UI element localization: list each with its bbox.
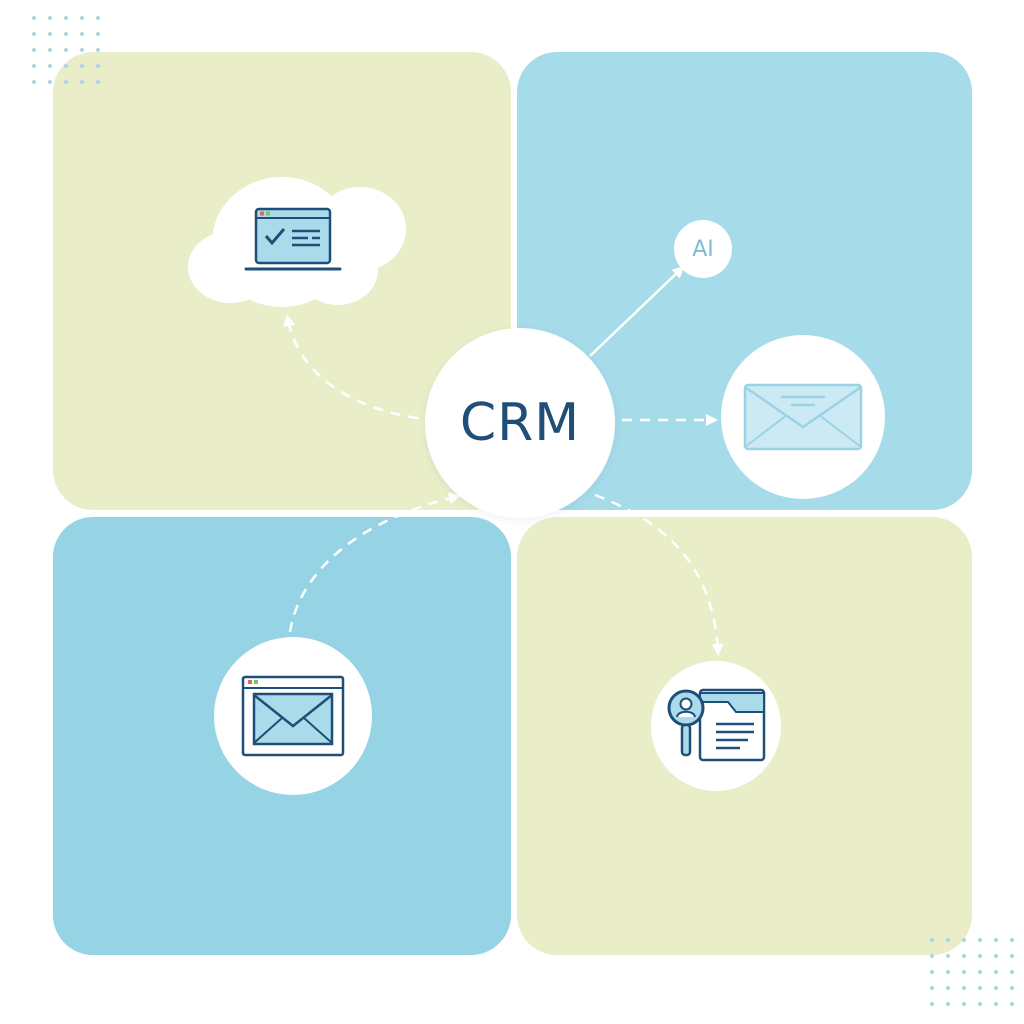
cloud-node — [188, 175, 408, 310]
mail-node-left — [214, 637, 372, 795]
laptop-checklist-icon — [244, 207, 342, 271]
mail-node-right — [721, 335, 885, 499]
arrow-to-laptop — [283, 314, 419, 420]
dot-pattern-bottom-right — [930, 938, 1014, 1006]
dot-pattern-top-left — [32, 16, 100, 84]
crm-label: CRM — [459, 393, 581, 453]
ai-badge: AI — [674, 220, 732, 278]
arrow-from-mail-left — [288, 492, 461, 633]
ai-label: AI — [692, 236, 714, 262]
envelope-icon — [743, 383, 863, 451]
arrow-to-ai — [589, 265, 685, 357]
arrow-to-profile — [594, 493, 724, 656]
profile-node — [651, 661, 781, 791]
magnifier-document-icon — [667, 688, 766, 762]
crm-hub: CRM — [425, 328, 615, 518]
browser-mail-icon — [241, 675, 345, 757]
